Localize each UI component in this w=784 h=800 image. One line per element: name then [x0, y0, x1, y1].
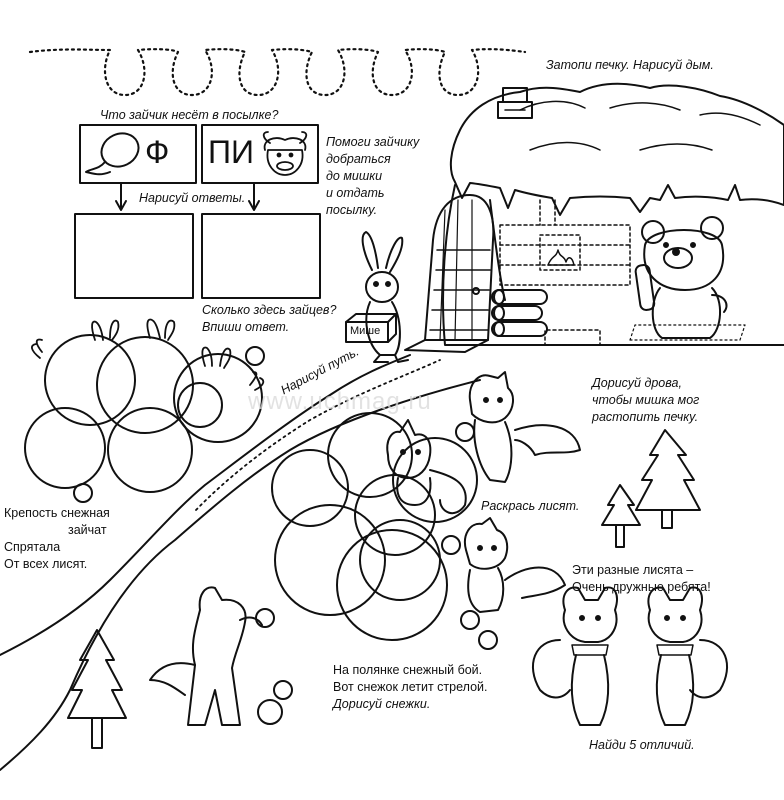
- stove-outline[interactable]: [499, 199, 631, 346]
- fox-icon: [531, 586, 618, 726]
- balloon-icon: [85, 132, 140, 176]
- cow-head-icon: [262, 131, 308, 176]
- fire-icon: [547, 249, 575, 266]
- watermark: www.uchmag.ru: [248, 388, 432, 415]
- door[interactable]: [404, 194, 495, 353]
- puzzle-box1-letter: Ф: [145, 134, 170, 170]
- answer-box-2[interactable]: [201, 213, 321, 299]
- task-chimney-text: Затопи печку. Нарисуй дым.: [546, 58, 714, 72]
- fir-tree-icon: [635, 429, 701, 529]
- fortress-snowballs[interactable]: [24, 318, 265, 503]
- poem-snowball: На полянке снежный бой. Вот снежок летит…: [333, 663, 488, 711]
- snowball-icon: [273, 680, 293, 700]
- log-pile[interactable]: [491, 289, 548, 337]
- fir-tree-icon: [601, 484, 641, 548]
- puzzle-box-2: [201, 124, 319, 184]
- task-count-hares: Сколько здесь зайцев? Впиши ответ.: [202, 303, 337, 334]
- fox-icon: [647, 586, 729, 726]
- bear-icon: [629, 216, 746, 341]
- house-wall: [442, 184, 784, 346]
- answer-box-1[interactable]: [74, 213, 194, 299]
- snowball-icon: [257, 699, 283, 725]
- puzzle-box-1: [79, 124, 197, 184]
- task-color-foxes: Раскрась лисят.: [481, 499, 580, 513]
- snowball-pile[interactable]: [271, 412, 498, 650]
- task-differences: Найди 5 отличий.: [589, 738, 695, 752]
- fox-icon: [149, 586, 263, 726]
- dotted-loop-trace[interactable]: [28, 48, 527, 97]
- parcel-label: Мише: [350, 325, 381, 337]
- path-road: [0, 379, 481, 771]
- fir-tree-icon: [67, 629, 127, 749]
- fox-icon: [468, 371, 581, 483]
- parcel-box: [345, 313, 397, 343]
- puzzle-box2-letters: ПИ: [208, 134, 254, 170]
- fox-icon: [386, 419, 467, 515]
- task-firewood: Дорисуй дрова, чтобы мишка мог растопить…: [592, 376, 700, 424]
- poem-friends: Эти разные лисята – Очень дружные ребята…: [572, 563, 711, 594]
- path-road: [0, 354, 411, 656]
- dotted-path-trace[interactable]: [195, 359, 441, 511]
- bunny-icon: [361, 231, 409, 363]
- task-parcel-question: Что зайчик несёт в посылке?: [100, 108, 279, 122]
- roof-snow: [449, 82, 784, 216]
- puzzle-hint: Нарисуй ответы.: [139, 191, 246, 205]
- task-help-bunny: Помоги зайчику добраться до мишки и отда…: [326, 135, 420, 217]
- poem-fortress: Крепость снежная зайчат Спрятала От всех…: [4, 506, 110, 571]
- snowball-icon: [255, 608, 275, 628]
- chimney: [497, 87, 533, 119]
- fox-icon: [464, 517, 566, 613]
